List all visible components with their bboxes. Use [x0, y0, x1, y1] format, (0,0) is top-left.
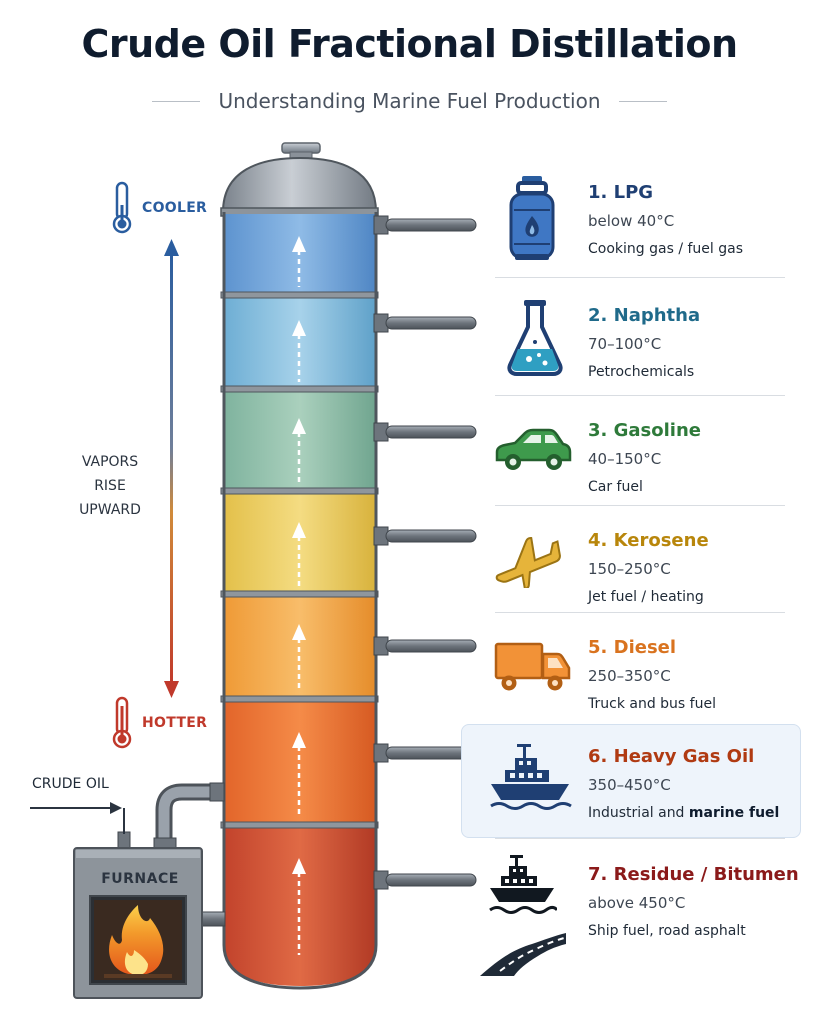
- subtitle-rule-left: [152, 100, 201, 102]
- fraction-diesel: 5. Diesel 250–350°C Truck and bus fuel: [588, 637, 716, 712]
- furnace-label: FURNACE: [101, 871, 179, 887]
- fraction-use: Truck and bus fuel: [588, 696, 716, 712]
- vapor-arrows: [292, 236, 306, 955]
- vapors-line-1: VAPORS: [81, 454, 139, 470]
- fraction-range: 150–250°C: [588, 560, 671, 578]
- fraction-range: below 40°C: [588, 212, 675, 230]
- ship-icon-residue: [489, 855, 557, 914]
- subtitle-row: Understanding Marine Fuel Production: [0, 88, 819, 114]
- fraction-use: Jet fuel / heating: [588, 589, 704, 605]
- fraction-name: 5. Diesel: [588, 637, 677, 658]
- fraction-range: 40–150°C: [588, 450, 662, 468]
- hotter-thermometer-icon: [112, 696, 132, 749]
- flask-icon: [507, 300, 563, 376]
- furnace-feed-pipes: [117, 782, 226, 927]
- fraction-name: 4. Kerosene: [588, 530, 709, 551]
- fraction-gasoline: 3. Gasoline 40–150°C Car fuel: [588, 420, 701, 495]
- fraction-divider: [495, 395, 785, 396]
- road-icon: [480, 933, 566, 976]
- fraction-lpg: 1. LPG below 40°C Cooking gas / fuel gas: [588, 182, 743, 257]
- column-outline: [222, 212, 378, 990]
- cooler-label: COOLER: [142, 200, 208, 216]
- fraction-use: Industrial and marine fuel: [588, 805, 779, 821]
- crude-oil-label: CRUDE OIL: [32, 776, 109, 792]
- truck-icon: [494, 642, 571, 691]
- fraction-range: 350–450°C: [588, 776, 671, 794]
- output-pipes: [373, 215, 477, 890]
- fraction-naphtha: 2. Naphtha 70–100°C Petrochemicals: [588, 305, 700, 380]
- fraction-name: 3. Gasoline: [588, 420, 701, 441]
- fraction-heavy-gas-oil: 6. Heavy Gas Oil 350–450°C Industrial an…: [588, 746, 779, 821]
- fraction-range: above 450°C: [588, 894, 686, 912]
- column-trays: [220, 291, 379, 829]
- fraction-name: 2. Naphtha: [588, 305, 701, 326]
- fraction-residue-bitumen: 7. Residue / Bitumen above 450°C Ship fu…: [588, 864, 799, 939]
- fraction-divider: [495, 277, 785, 278]
- crude-oil-arrow: [30, 802, 125, 834]
- fraction-use: Ship fuel, road asphalt: [588, 923, 746, 939]
- fraction-kerosene: 4. Kerosene 150–250°C Jet fuel / heating: [588, 530, 709, 605]
- car-icon: [495, 428, 572, 470]
- fraction-use: Petrochemicals: [588, 364, 695, 380]
- fraction-range: 70–100°C: [588, 335, 662, 353]
- fraction-divider: [495, 612, 785, 613]
- flame-icon: [104, 905, 172, 978]
- vapors-rise-label: VAPORS RISE UPWARD: [62, 450, 158, 522]
- vapors-line-2: RISE: [94, 478, 126, 494]
- airplane-icon: [495, 537, 561, 588]
- fraction-use-emphasis: marine fuel: [688, 805, 780, 821]
- fraction-use-prefix: Industrial and: [588, 805, 689, 821]
- fraction-use: Car fuel: [588, 479, 643, 495]
- subtitle-rule-right: [618, 100, 667, 102]
- fraction-name: 1. LPG: [588, 182, 654, 203]
- ship-icon: [490, 744, 572, 810]
- fraction-divider: [495, 505, 785, 506]
- gas-cylinder-icon: [509, 176, 555, 260]
- cooler-thermometer-icon: [112, 181, 132, 234]
- fraction-name: 6. Heavy Gas Oil: [588, 746, 755, 767]
- fraction-use: Cooking gas / fuel gas: [588, 241, 744, 257]
- page-title: Crude Oil Fractional Distillation: [81, 22, 738, 66]
- hotter-label: HOTTER: [142, 715, 208, 731]
- fraction-name: 7. Residue / Bitumen: [588, 864, 799, 885]
- column-sections: [224, 214, 376, 986]
- fraction-divider: [495, 838, 785, 839]
- column-cap: [220, 142, 379, 217]
- page-subtitle: Understanding Marine Fuel Production: [218, 89, 601, 113]
- temperature-gradient-arrow: [164, 239, 179, 698]
- fraction-range: 250–350°C: [588, 667, 671, 685]
- vapors-line-3: UPWARD: [79, 502, 141, 518]
